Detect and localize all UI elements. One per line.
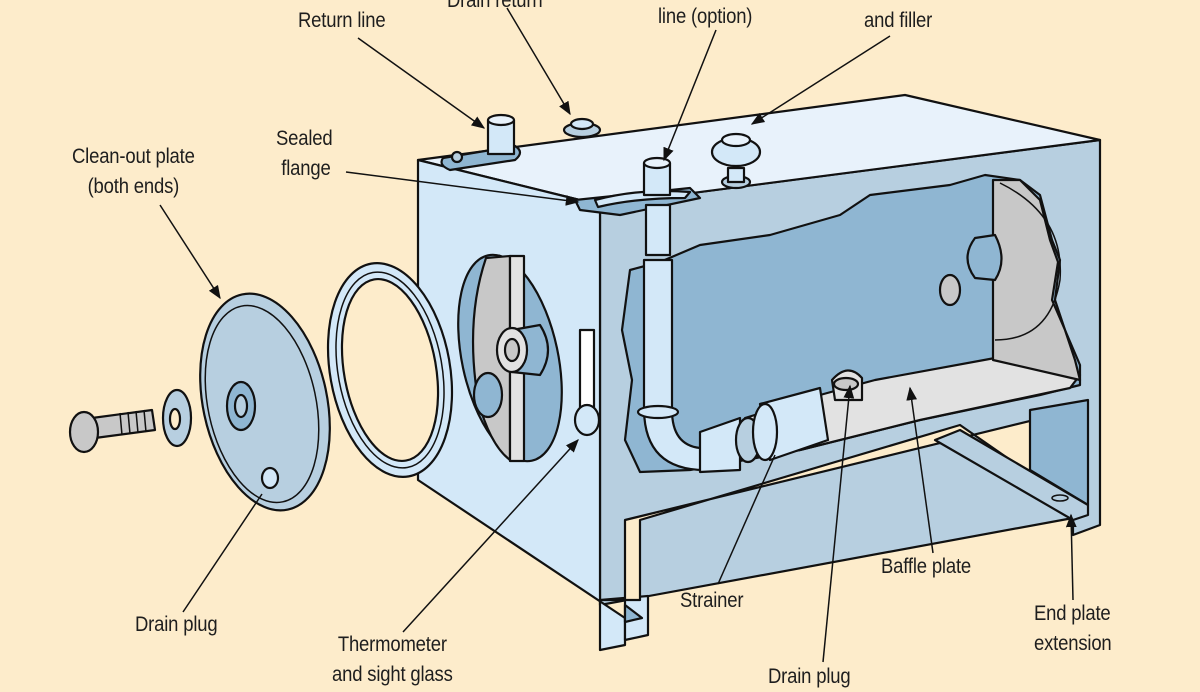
label-pump-line: line (option) [658,2,752,32]
label-line: Drain return [447,0,543,12]
exploded-parts [68,262,454,512]
label-line: line (option) [658,5,753,28]
clean-out-plate [199,292,331,512]
front-opening [457,253,601,463]
leader-end-plate-extension [1065,513,1077,601]
label-return-line: Return line [298,6,386,36]
label-thermometer: Thermometer and sight glass [332,630,453,690]
label-line: (both ends) [87,175,180,198]
leader-strainer [717,454,776,585]
label-drain-plug-bottom: Drain plug [768,662,851,692]
suction-pipe-assembly [636,258,864,474]
leader-thermometer [402,439,579,633]
label-clean-out-plate: Clean-out plate (both ends) [72,142,195,202]
label-line: flange [281,157,331,180]
label-line: Baffle plate [881,555,972,578]
leader-clean-out-plate [159,204,221,300]
label-drain-plug-left: Drain plug [135,610,218,640]
baffle-end [991,178,1082,382]
label-line: End plate [1034,602,1111,625]
label-line: Thermometer [337,633,447,656]
label-end-plate-extension: End plate extension [1034,599,1112,659]
label-line: Drain plug [135,613,218,636]
thermometer-glass [578,328,596,414]
leader-drain-plug-bottom [822,384,855,663]
strainer-body [698,416,742,474]
drain-plug-left-shape [260,466,280,490]
label-line: Return line [298,9,386,32]
leader-pump-line [663,29,717,162]
label-line: Sealed [276,127,333,150]
hydraulic-reservoir-diagram [68,7,1102,663]
label-line: and filler [864,9,933,32]
label-line: Drain plug [768,665,851,688]
leader-drain-plug-left [182,493,263,613]
leader-sealed-flange [345,171,580,206]
label-line: and sight glass [332,663,453,686]
label-baffle-plate: Baffle plate [881,552,971,582]
label-strainer: Strainer [680,586,743,616]
top-fittings [440,113,762,257]
label-line: Clean-out plate [72,145,195,168]
suction-pipe [642,258,674,412]
label-line: Strainer [680,589,744,612]
label-breather-filler: and filler [864,6,932,36]
leader-lines [159,7,1077,663]
leader-return-line [357,37,486,129]
leader-baffle-plate [906,386,934,554]
leader-breather-filler [750,35,891,125]
leader-drain-return [506,7,571,116]
label-sealed-flange: Sealed flange [276,124,333,184]
label-drain-return: Drain return [447,0,543,16]
label-line: extension [1034,632,1112,655]
